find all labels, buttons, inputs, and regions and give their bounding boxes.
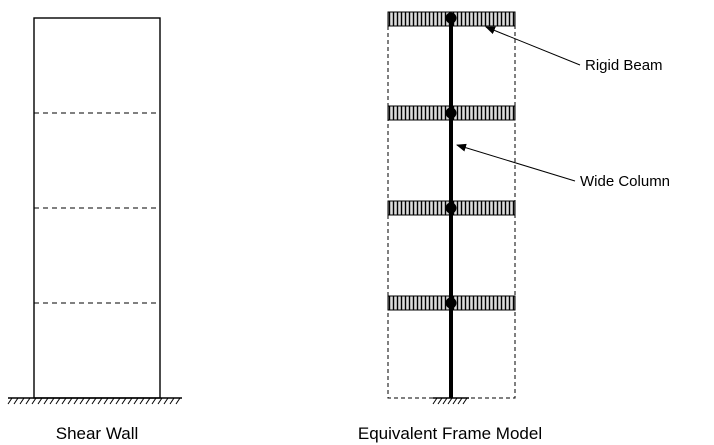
frame-model-caption: Equivalent Frame Model [358,424,542,443]
equivalent-frame-model [387,11,581,405]
ground-hatch-tick [163,397,169,405]
frame-joint [445,107,457,119]
ground-hatch-tick [447,397,453,405]
ground-hatch-tick [175,397,181,405]
wide-column-label: Wide Column [580,173,670,190]
ground-hatch-tick [169,397,175,405]
ground-hatch-tick [139,397,145,405]
ground-hatch-tick [133,397,139,405]
ground-hatch-tick [43,397,49,405]
rigid-beam-label: Rigid Beam [585,57,663,74]
frame-fixed-support [432,397,469,405]
ground-hatch-tick [121,397,127,405]
ground-hatch-tick [55,397,61,405]
ground-hatch-tick [115,397,121,405]
ground-hatch-tick [437,397,443,405]
ground-hatch-tick [91,397,97,405]
ground-hatch-tick [462,397,468,405]
ground-hatch-tick [31,397,37,405]
ground-hatch-tick [7,397,13,405]
ground-hatch-tick [49,397,55,405]
ground-hatch-tick [37,397,43,405]
shear-wall-caption: Shear Wall [56,424,139,443]
shear-wall [7,17,182,405]
ground-hatch-tick [452,397,458,405]
ground-hatch-tick [103,397,109,405]
ground-hatch-tick [432,397,438,405]
wide-column-callout-arrow [456,143,576,182]
shear-wall-fixed-support [7,397,182,405]
ground-hatch-tick [442,397,448,405]
ground-hatch-tick [25,397,31,405]
ground-hatch-tick [13,397,19,405]
ground-hatch-tick [61,397,67,405]
ground-hatch-tick [109,397,115,405]
ground-hatch-tick [151,397,157,405]
ground-hatch-tick [145,397,151,405]
ground-hatch-tick [19,397,25,405]
ground-hatch-tick [79,397,85,405]
ground-hatch-tick [97,397,103,405]
ground-hatch-tick [67,397,73,405]
ground-hatch-tick [73,397,79,405]
frame-joint [445,202,457,214]
ground-hatch-tick [127,397,133,405]
ground-hatch-tick [457,397,463,405]
ground-hatch-tick [85,397,91,405]
frame-joint [445,12,457,24]
ground-hatch-tick [157,397,163,405]
rigid-beam-callout-arrow [485,26,581,66]
frame-joint [445,297,457,309]
